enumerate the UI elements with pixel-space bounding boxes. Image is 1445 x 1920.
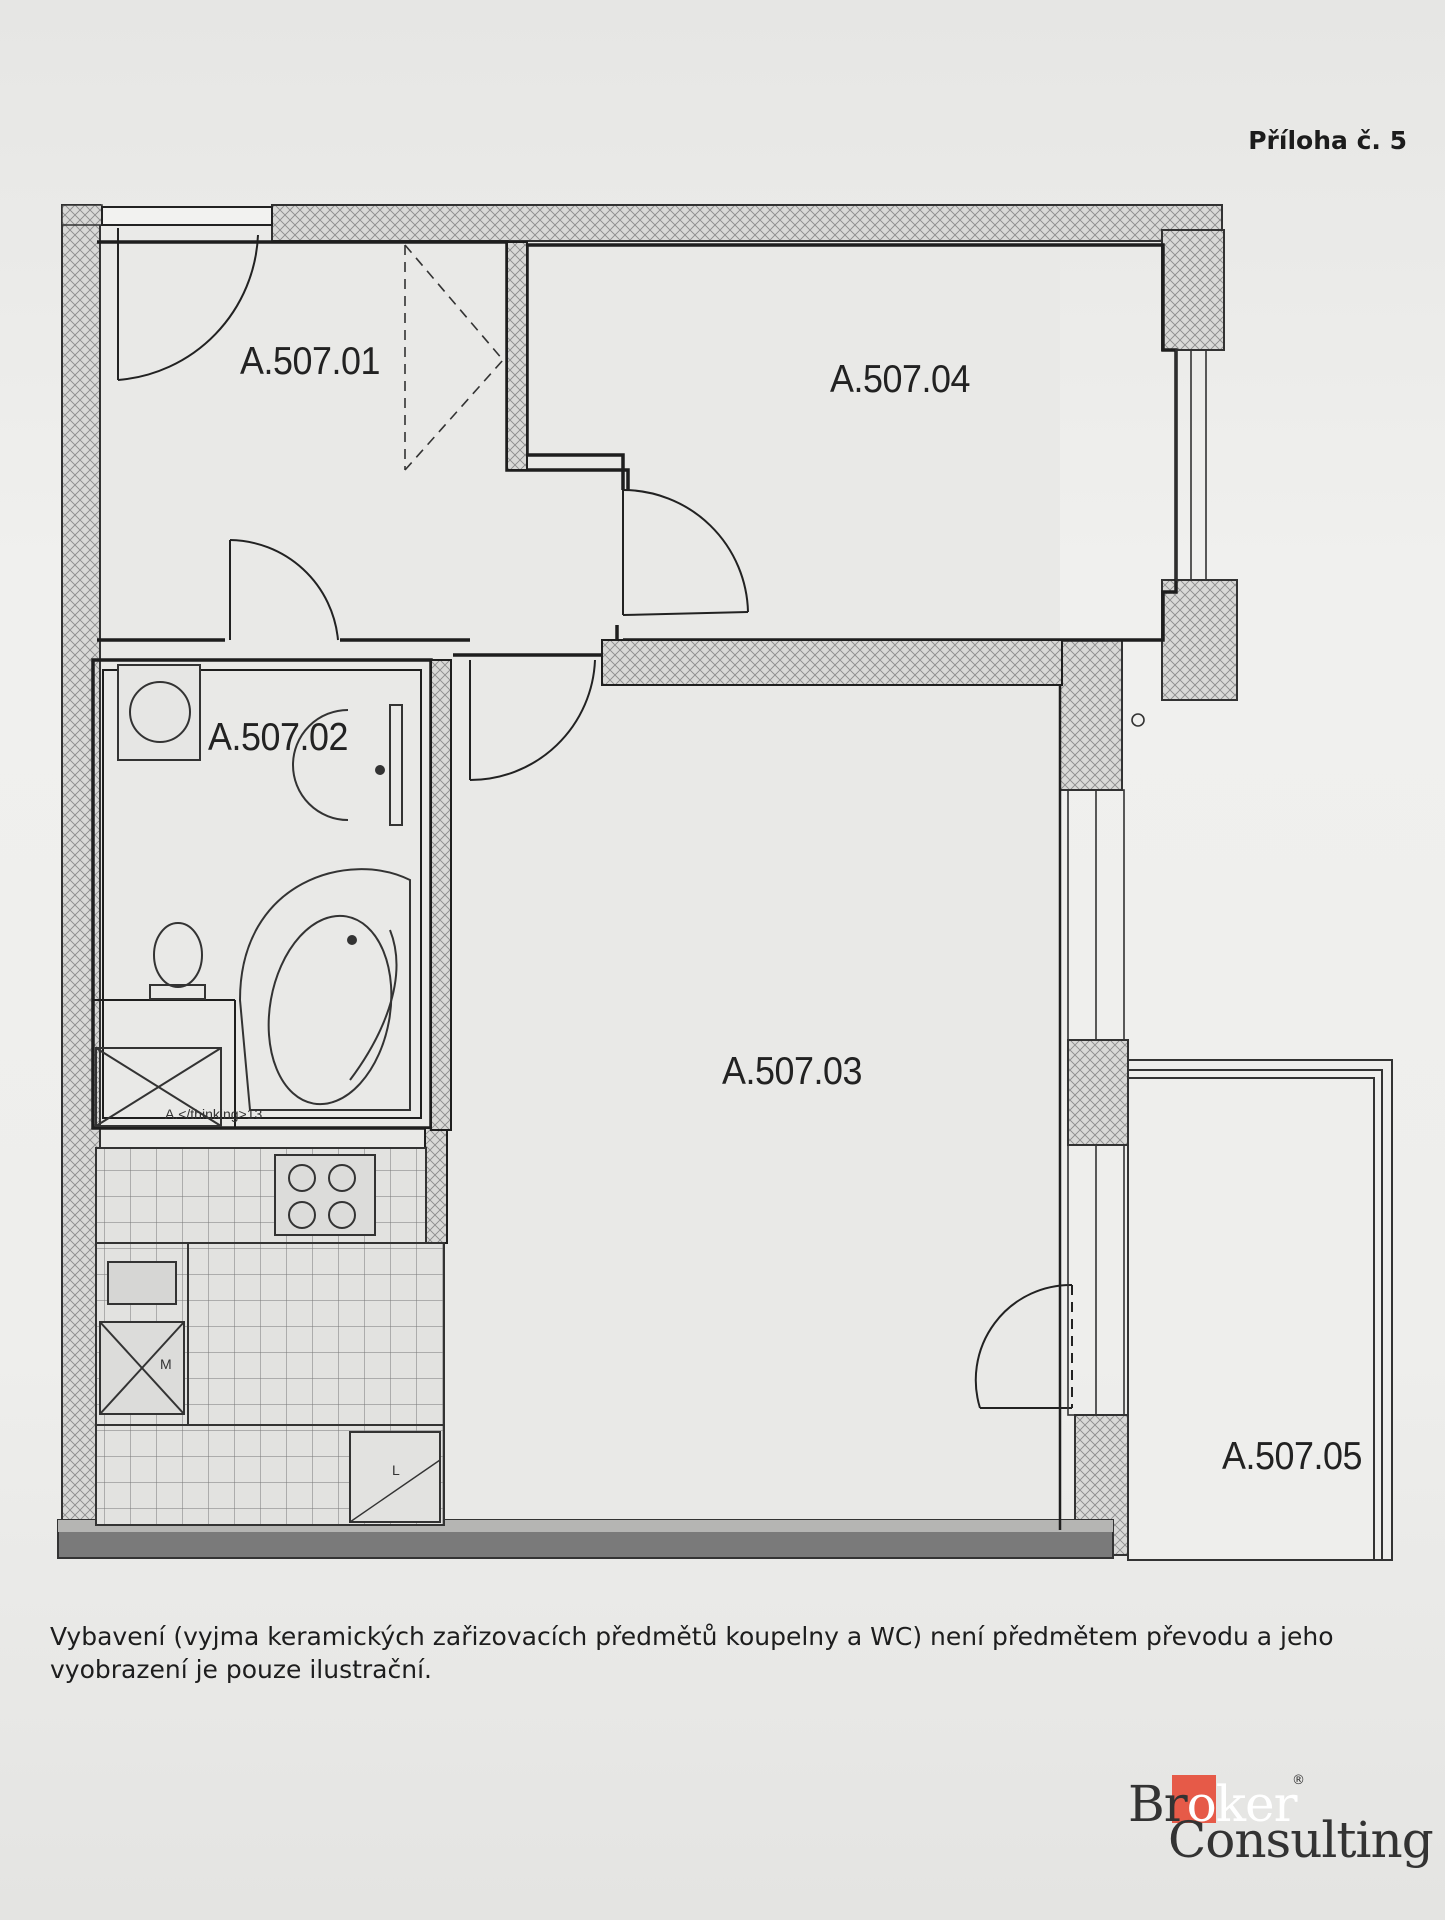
exterior-walls: [57, 204, 1238, 1559]
room-label-a507-04: A.507.04: [830, 358, 970, 401]
room-label-a507-02: A.507.02: [208, 716, 348, 759]
kitchen-counters: [95, 1147, 445, 1526]
logo-red-square: [1172, 1775, 1216, 1823]
attachment-label: Příloha č. 5: [1248, 126, 1407, 155]
cabinet-tag: L: [392, 1462, 400, 1478]
storage-box: [95, 1047, 222, 1127]
logo-word-broker: Broker: [1128, 1775, 1298, 1833]
bathroom-fixtures: [117, 664, 411, 1111]
partition-wall-south: [601, 639, 1063, 686]
floor-plan: [57, 204, 1393, 1561]
entrance-door: [101, 206, 273, 381]
broker-consulting-logo: Broker ® Consulting: [1128, 1773, 1434, 1885]
registered-mark: ®: [1292, 1773, 1305, 1788]
room-label-a507-05: A.507.05: [1222, 1435, 1362, 1478]
partition-wall: [506, 241, 528, 471]
caption: Vybavení (vyjma keramických zařizovacích…: [50, 1620, 1445, 1686]
door-swings: [229, 489, 1073, 1409]
interior-walls: [91, 240, 1178, 1530]
wardrobe: [404, 244, 504, 471]
logo-word-consulting: Consulting: [1168, 1811, 1434, 1869]
windows: [1067, 349, 1207, 1416]
fridge-tag: M: [160, 1356, 172, 1372]
room-label-a507-03: A.507.03: [722, 1050, 862, 1093]
balcony: [1127, 1059, 1393, 1561]
room-label-a507-01: A.507.01: [240, 340, 380, 383]
caption-line-1: Vybavení (vyjma keramických zařizovacích…: [50, 1622, 1334, 1651]
caption-line-2: vyobrazení je pouze ilustrační.: [50, 1655, 432, 1684]
storage-tag: A.</thinking>13: [165, 1106, 263, 1122]
